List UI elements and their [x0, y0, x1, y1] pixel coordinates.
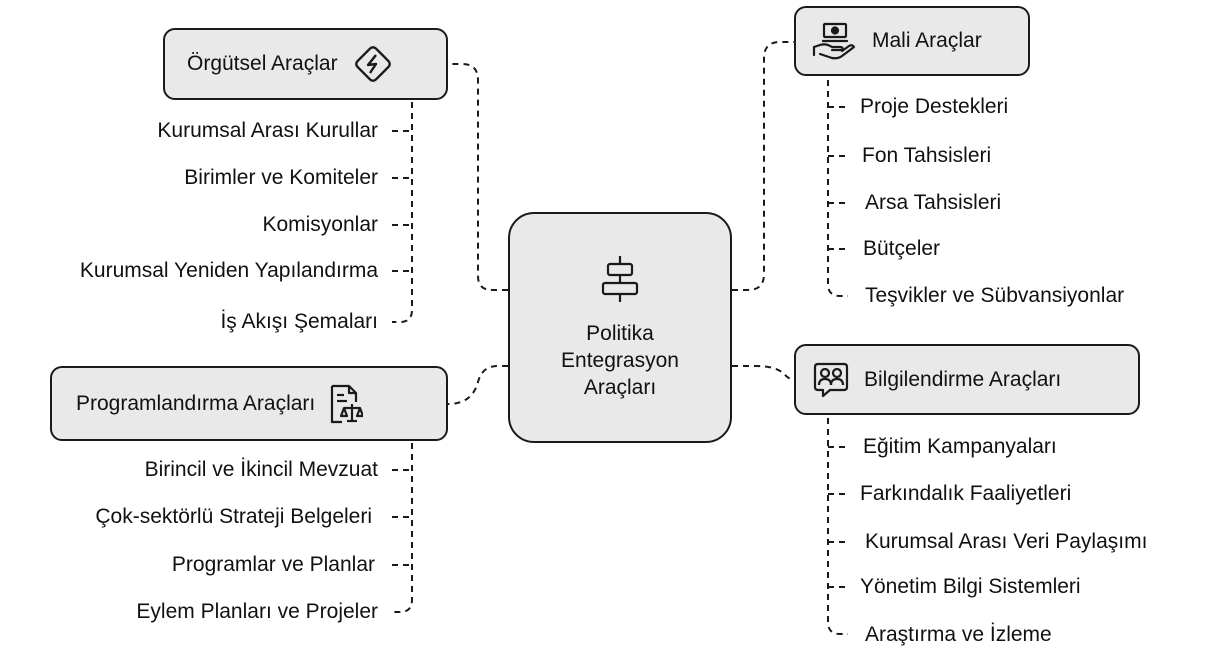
mali-item: Bütçeler: [863, 237, 941, 260]
diamond-bolt-icon: [352, 43, 394, 85]
bilgi-item: Araştırma ve İzleme: [865, 623, 1052, 646]
mali-item: Arsa Tahsisleri: [865, 191, 1002, 214]
orgutsel-label: Örgütsel Araçlar: [187, 52, 338, 75]
center-title-line: Entegrasyon: [561, 349, 679, 372]
hand-money-icon: [812, 21, 856, 61]
mali-item: Teşvikler ve Sübvansiyonlar: [865, 284, 1125, 307]
connector-mali: [732, 41, 794, 291]
program-item: Programlar ve Planlar: [171, 553, 375, 576]
center-title: Politika Entegrasyon Araçları: [561, 320, 679, 401]
center-title-line: Politika: [586, 322, 654, 345]
orgutsel-item: Komisyonlar: [262, 213, 378, 236]
orgutsel-item: Birimler ve Komiteler: [184, 166, 378, 189]
program-item: Birincil ve İkincil Mevzuat: [144, 458, 378, 481]
mali-node[interactable]: Mali Araçlar: [794, 6, 1030, 76]
bilgi-label: Bilgilendirme Araçları: [864, 367, 1062, 391]
bilgi-item: Kurumsal Arası Veri Paylaşımı: [865, 530, 1148, 553]
program-item: Eylem Planları ve Projeler: [136, 600, 378, 623]
mali-item: Proje Destekleri: [860, 95, 1009, 118]
document-scales-icon: [329, 383, 364, 425]
connector-bilgi: [732, 365, 795, 381]
mali-item: Fon Tahsisleri: [862, 144, 992, 167]
orgutsel-node[interactable]: Örgütsel Araçlar: [163, 28, 448, 100]
center-title-line: Araçları: [583, 376, 657, 399]
bilgi-item: Farkındalık Faaliyetleri: [860, 482, 1072, 505]
connector-orgutsel: [448, 63, 508, 291]
connector-orgutsel-trunk: [392, 102, 413, 323]
orgutsel-item: Kurumsal Yeniden Yapılandırma: [79, 259, 378, 282]
align-center-icon: [600, 254, 640, 304]
program-item: Çok-sektörlü Strateji Belgeleri: [95, 505, 372, 528]
bilgi-item: Eğitim Kampanyaları: [863, 435, 1057, 458]
bilgi-node[interactable]: Bilgilendirme Araçları: [794, 344, 1140, 415]
orgutsel-item: İş Akışı Şemaları: [220, 310, 378, 333]
orgutsel-item: Kurumsal Arası Kurullar: [157, 119, 378, 142]
connector-bilgi-trunk: [827, 418, 848, 635]
program-node[interactable]: Programlandırma Araçları: [50, 366, 448, 441]
bilgi-item: Yönetim Bilgi Sistemleri: [860, 575, 1081, 598]
center-node[interactable]: Politika Entegrasyon Araçları: [508, 212, 732, 443]
connector-program: [447, 365, 508, 405]
mali-label: Mali Araçlar: [872, 29, 982, 52]
connector-program-trunk: [392, 443, 413, 613]
program-label: Programlandırma Araçları: [76, 391, 316, 415]
connector-mali-trunk: [827, 80, 848, 297]
people-chat-icon: [812, 361, 850, 399]
